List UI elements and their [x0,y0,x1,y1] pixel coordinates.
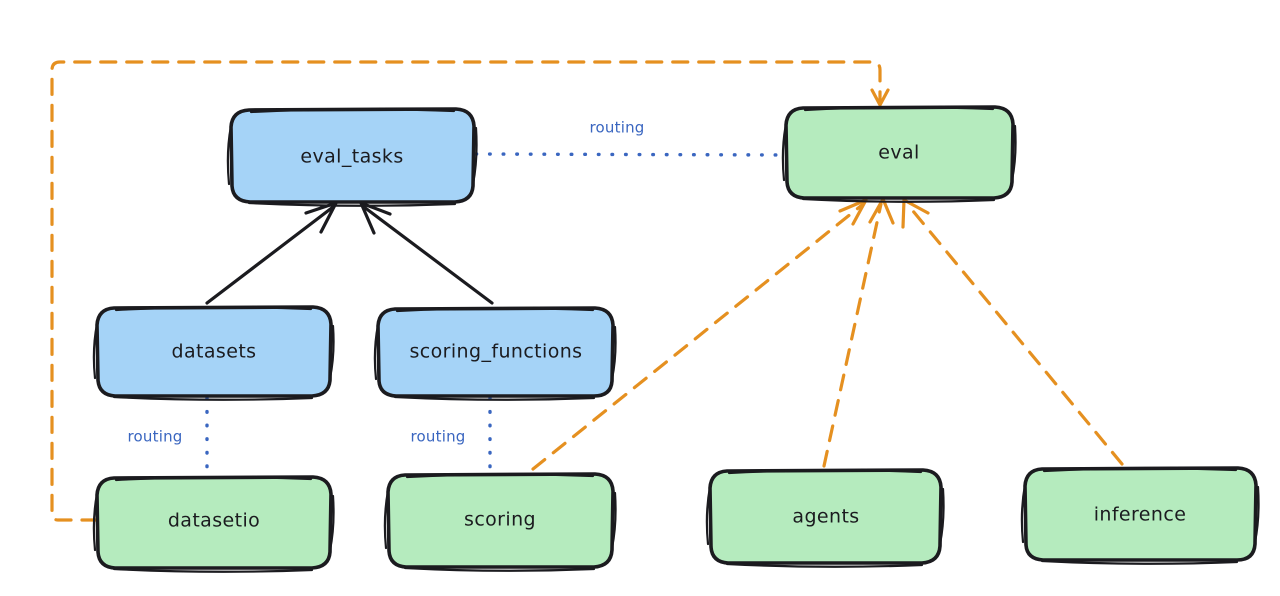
node-scoring[interactable]: scoring [383,472,617,572]
node-label-datasets: datasets [172,341,257,363]
edge-scoring-to-eval [531,198,868,471]
edge-scoring-functions-to-eval-tasks [359,201,494,305]
edge-label-routing-eval: routing [590,119,645,137]
node-scoring-functions[interactable]: scoring_functions [373,306,617,401]
edge-scoring-functions-to-scoring: routing [411,396,492,475]
node-datasetio[interactable]: datasetio [92,475,335,573]
edge-datasetio-to-eval [50,60,890,522]
node-label-eval-tasks: eval_tasks [300,146,403,168]
node-eval[interactable]: eval [781,105,1017,203]
node-layer: eval_tasks eval datasets scoring_functio… [92,105,1260,573]
node-agents[interactable]: agents [705,468,945,568]
node-label-agents: agents [792,506,859,528]
node-datasets[interactable]: datasets [92,305,335,401]
edge-label-routing-scoring: routing [411,428,466,446]
edge-agents-to-eval [822,197,895,468]
node-inference[interactable]: inference [1020,466,1260,565]
node-label-inference: inference [1094,504,1187,526]
edge-inference-to-eval [901,198,1124,466]
edge-datasets-to-eval-tasks [205,201,338,305]
edge-datasets-to-datasetio: routing [128,396,209,477]
edge-eval-tasks-to-eval: routing [474,119,786,157]
edge-label-routing-datasetio: routing [128,428,183,446]
node-label-eval: eval [878,142,919,164]
node-label-scoring: scoring [464,509,536,531]
node-label-datasetio: datasetio [168,510,260,532]
node-label-scoring-functions: scoring_functions [410,341,583,363]
edge-layer: routing routing routing [50,60,1124,522]
node-eval-tasks[interactable]: eval_tasks [226,107,478,207]
